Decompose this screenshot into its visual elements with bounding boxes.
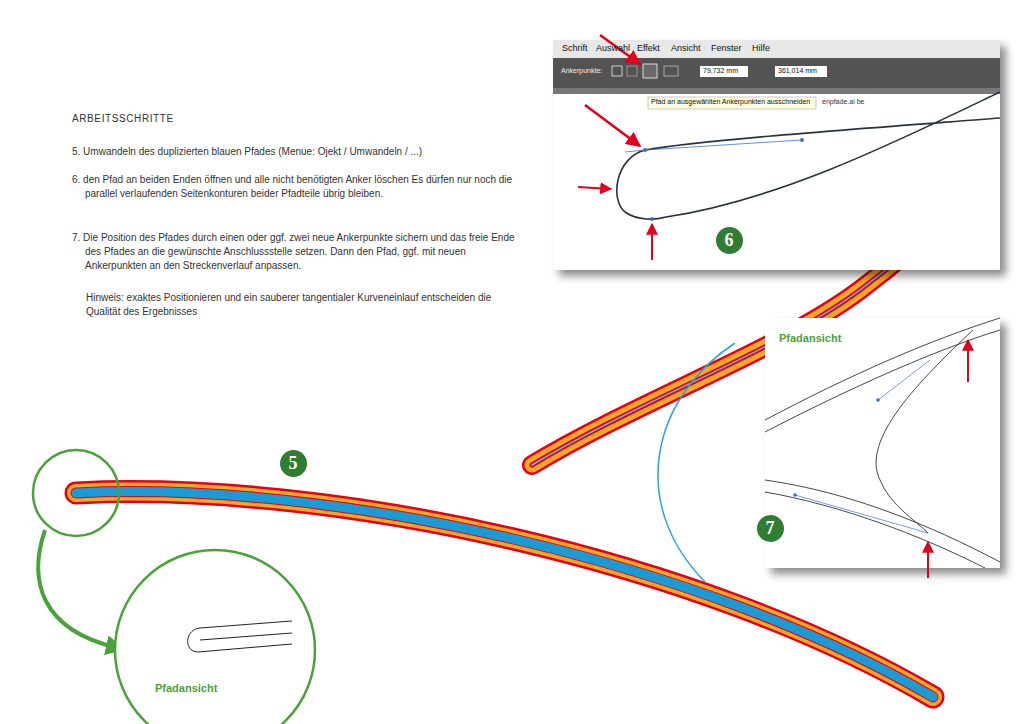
callout-number: 5 <box>280 450 307 477</box>
field-value: 361,014 mm <box>778 67 817 75</box>
callout-text: 7 <box>766 518 775 539</box>
zoom-marker <box>33 450 119 536</box>
menu-bar <box>553 40 1000 58</box>
callout-number: 7 <box>757 515 784 542</box>
zoom-arrow <box>38 530 118 648</box>
path-outline <box>188 621 292 652</box>
new-path <box>876 330 973 533</box>
cut-icon <box>643 64 657 78</box>
anchor <box>650 217 654 221</box>
step-text: 7. Die Position des Pfades durch einen o… <box>72 231 525 273</box>
red-arrow <box>927 542 929 578</box>
menu-item: Hilfe <box>752 43 770 54</box>
field-value: 79,732 mm <box>703 67 738 75</box>
side-contour <box>765 330 1000 432</box>
red-arrow <box>585 105 640 146</box>
red-arrow <box>651 224 653 260</box>
menu-item: Ansicht <box>671 43 701 54</box>
side-contour <box>765 480 1000 562</box>
section-heading: ARBEITSSCHRITTE <box>72 113 174 125</box>
path-center <box>200 633 292 640</box>
menu-item: Effekt <box>637 43 660 54</box>
red-arrow <box>967 340 969 382</box>
tooltip-text: Pfad an ausgewählten Ankerpunkten aussch… <box>651 98 810 106</box>
anchor <box>800 138 804 142</box>
file-name: enpfade.ai be <box>822 98 864 106</box>
menu-item: Auswahl <box>596 43 630 54</box>
step-text: 6. den Pfad an beiden Enden öffnen und a… <box>72 173 525 201</box>
zoom-circle <box>115 550 315 724</box>
input-field <box>775 66 827 77</box>
tool-icon <box>664 66 678 76</box>
toolbar-label: Ankerpunkte: <box>561 67 602 75</box>
view-label: Pfadansicht <box>779 332 841 344</box>
input-field <box>700 66 748 77</box>
handle-line <box>795 360 930 533</box>
callout-text: 6 <box>725 230 734 251</box>
anchor <box>876 398 880 402</box>
toolbar <box>553 58 1000 88</box>
anchor <box>643 148 647 152</box>
menu-item: Fenster <box>711 43 742 54</box>
tool-icon <box>627 66 637 76</box>
anchor <box>793 493 797 497</box>
tool-icon <box>612 66 622 76</box>
step-text: 5. Umwandeln des duplizierten blauen Pfa… <box>72 145 525 159</box>
path-view-panel: Pfadansicht 7 <box>765 318 1000 568</box>
side-contour <box>765 492 985 568</box>
cut-path <box>617 92 1000 219</box>
toolbar-edge <box>553 88 1000 94</box>
side-contour <box>765 318 1000 420</box>
callout-number: 6 <box>716 227 743 254</box>
tooltip-box <box>648 97 816 109</box>
callout-text: 5 <box>289 453 298 474</box>
red-arrow <box>578 187 611 189</box>
handle-line <box>625 140 802 152</box>
zoom-view: Pfadansicht <box>115 550 315 724</box>
path-lines <box>765 318 1000 568</box>
menu-item: Schrift <box>562 43 588 54</box>
path-view-panel <box>765 318 1000 568</box>
note-text: Hinweis: exaktes Positionieren und ein s… <box>86 291 506 319</box>
connecting-path <box>658 343 735 582</box>
screenshot-panel <box>553 40 1000 270</box>
view-label: Pfadansicht <box>155 682 217 694</box>
